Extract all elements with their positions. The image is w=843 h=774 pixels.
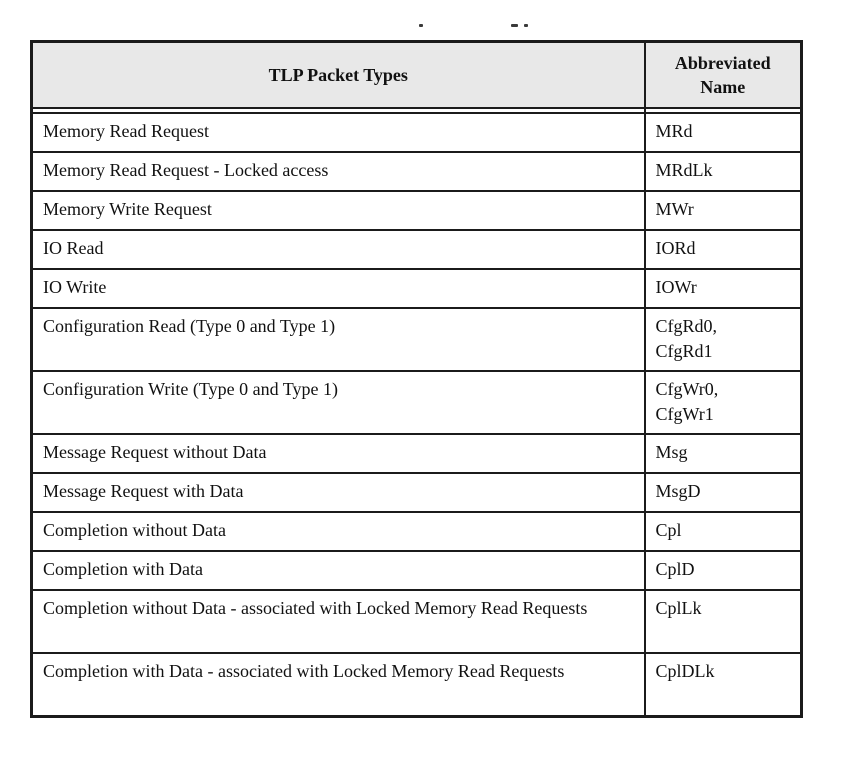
- packet-type-cell: Memory Read Request: [30, 112, 646, 153]
- packet-type-cell: IO Write: [30, 268, 646, 309]
- table-row: Message Request with Data MsgD: [30, 472, 803, 513]
- table-row: Configuration Write (Type 0 and Type 1) …: [30, 370, 803, 435]
- packet-type-cell: Completion without Data: [30, 511, 646, 552]
- table-row: Completion without Data Cpl: [30, 511, 803, 552]
- table-row: Configuration Read (Type 0 and Type 1) C…: [30, 307, 803, 372]
- table-row: Completion without Data - associated wit…: [30, 589, 803, 654]
- table-row: Memory Write Request MWr: [30, 190, 803, 231]
- abbreviation-cell: Msg: [643, 433, 803, 474]
- packet-type-cell: Memory Read Request - Locked access: [30, 151, 646, 192]
- packet-type-cell: Completion with Data - associated with L…: [30, 652, 646, 718]
- abbreviation-cell: MsgD: [643, 472, 803, 513]
- packet-type-cell: Message Request with Data: [30, 472, 646, 513]
- cropped-text-artifact: [419, 24, 423, 27]
- abbreviation-cell: MRd: [643, 112, 803, 153]
- cropped-text-artifact: [524, 24, 528, 27]
- header-body-separator: [30, 107, 803, 114]
- abbreviation-cell: CfgWr0, CfgWr1: [643, 370, 803, 435]
- abbreviation-cell: CplD: [643, 550, 803, 591]
- column-header-abbreviated-name: Abbreviated Name: [643, 40, 803, 109]
- table-row: Message Request without Data Msg: [30, 433, 803, 474]
- column-header-tlp-packet-types: TLP Packet Types: [30, 40, 646, 109]
- abbreviation-cell: Cpl: [643, 511, 803, 552]
- table-row: IO Read IORd: [30, 229, 803, 270]
- abbreviation-cell: IORd: [643, 229, 803, 270]
- table-row: Completion with Data CplD: [30, 550, 803, 591]
- packet-type-cell: Completion with Data: [30, 550, 646, 591]
- abbreviation-cell: MWr: [643, 190, 803, 231]
- packet-type-cell: IO Read: [30, 229, 646, 270]
- abbreviation-cell: CplLk: [643, 589, 803, 654]
- packet-type-cell: Message Request without Data: [30, 433, 646, 474]
- abbreviation-cell: MRdLk: [643, 151, 803, 192]
- table-row: IO Write IOWr: [30, 268, 803, 309]
- abbreviation-cell: CfgRd0, CfgRd1: [643, 307, 803, 372]
- table-row: Completion with Data - associated with L…: [30, 652, 803, 718]
- packet-type-cell: Configuration Write (Type 0 and Type 1): [30, 370, 646, 435]
- packet-type-cell: Configuration Read (Type 0 and Type 1): [30, 307, 646, 372]
- abbreviation-cell: IOWr: [643, 268, 803, 309]
- tlp-packet-types-table: TLP Packet Types Abbreviated Name Memory…: [30, 40, 803, 718]
- table-header-row: TLP Packet Types Abbreviated Name: [30, 40, 803, 109]
- cropped-text-artifact: [511, 24, 518, 27]
- table-row: Memory Read Request MRd: [30, 112, 803, 153]
- packet-type-cell: Completion without Data - associated wit…: [30, 589, 646, 654]
- table-row: Memory Read Request - Locked access MRdL…: [30, 151, 803, 192]
- packet-type-cell: Memory Write Request: [30, 190, 646, 231]
- abbreviation-cell: CplDLk: [643, 652, 803, 718]
